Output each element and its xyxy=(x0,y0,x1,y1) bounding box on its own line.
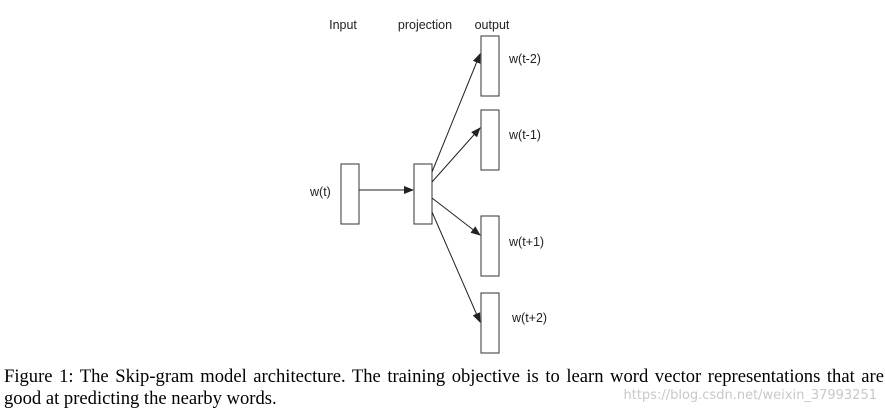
output-box-t-minus-2 xyxy=(480,35,500,97)
output-word-label: w(t-2) xyxy=(508,52,541,66)
output-word-label: w(t+2) xyxy=(511,311,547,325)
output-word-label: w(t-1) xyxy=(508,128,541,142)
input-layer-box xyxy=(340,163,360,225)
column-header-projection: projection xyxy=(398,18,452,32)
output-word-label: w(t+1) xyxy=(508,235,544,249)
input-word-label: w(t) xyxy=(309,185,331,199)
arrow-projection-to-t-plus-1 xyxy=(431,197,481,236)
figure-label: Figure 1: xyxy=(4,366,74,387)
output-box-t-plus-1 xyxy=(480,215,500,277)
arrow-projection-to-t-minus-1 xyxy=(431,127,481,183)
output-box-t-plus-2 xyxy=(480,292,500,354)
projection-layer-box xyxy=(413,163,433,225)
watermark-url: https://blog.csdn.net/weixin_37993251 xyxy=(623,388,877,403)
figure-caption-text: The Skip-gram model architecture. The tr… xyxy=(4,366,885,409)
skip-gram-diagram: Input projection output w(t) w(t-2) w(t-… xyxy=(309,18,547,354)
column-header-input: Input xyxy=(329,18,357,32)
column-header-output: output xyxy=(475,18,510,32)
arrow-projection-to-t-minus-2 xyxy=(431,53,481,173)
figure-caption: Figure 1: The Skip-gram model architectu… xyxy=(4,366,884,410)
arrow-projection-to-t-plus-2 xyxy=(431,211,481,323)
output-box-t-minus-1 xyxy=(480,109,500,171)
